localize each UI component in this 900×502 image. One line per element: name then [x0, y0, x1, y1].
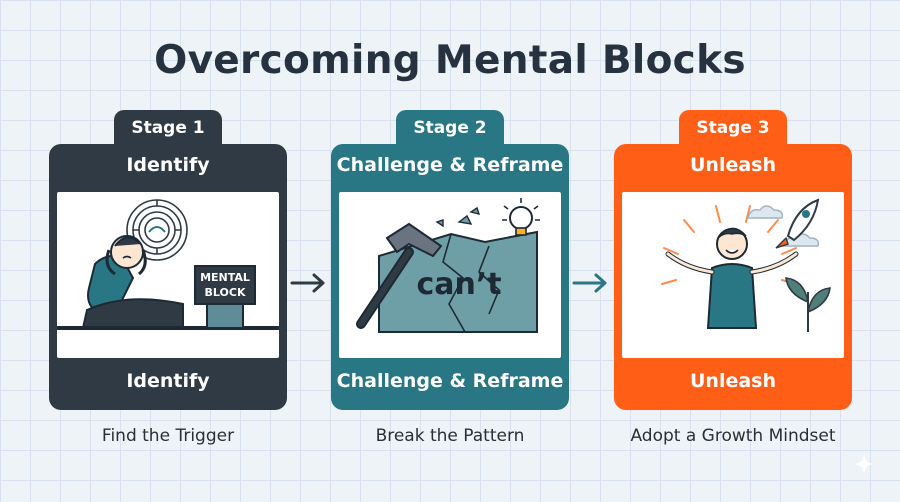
- cloud-icon: [747, 205, 820, 247]
- arrow-right-icon: [290, 273, 325, 293]
- stage3-illustration: [661, 198, 831, 332]
- sad-person-icon: [57, 235, 279, 330]
- sign-icon: MENTAL BLOCK: [194, 265, 256, 329]
- sign-line1: MENTAL: [200, 271, 250, 284]
- stage-illustration: MENTAL BLOCK: [57, 192, 279, 358]
- stage-illustration: [622, 192, 844, 358]
- stage-caption-growth: Adopt a Growth Mindset: [630, 426, 836, 446]
- stage-caption-trigger: Find the Trigger: [101, 426, 235, 446]
- stage-tab: Stage 1: [114, 110, 222, 148]
- stage-heading: Challenge & Reframe: [336, 154, 564, 176]
- stage1-illustration: MENTAL BLOCK: [57, 199, 279, 330]
- stage-footer: Identify: [126, 370, 210, 392]
- lightbulb-icon: [502, 198, 540, 236]
- maze-head-icon: [126, 199, 188, 261]
- sign-line2: BLOCK: [205, 286, 246, 299]
- arrow-right-icon: [572, 273, 607, 293]
- stage-card-identify: Stage 1 Identify: [49, 110, 287, 410]
- stage-illustration: can’t: [339, 192, 561, 358]
- rocket-icon: [775, 198, 820, 249]
- stage-footer: Challenge & Reframe: [336, 370, 564, 392]
- burst-rays: [661, 205, 797, 285]
- cracked-wall-icon: can’t: [378, 206, 538, 333]
- stage-heading: Identify: [126, 154, 210, 176]
- stage-caption-pattern: Break the Pattern: [375, 426, 525, 446]
- stage-card-challenge-reframe: Stage 2 Challenge & Reframe can’t: [331, 110, 569, 410]
- stage-footer: Unleash: [689, 370, 776, 392]
- stage-card-body: Unleash: [614, 144, 852, 410]
- sparkle-icon: [853, 453, 875, 475]
- plant-icon: [785, 277, 831, 332]
- stage-heading: Unleash: [689, 154, 776, 176]
- page-title: Overcoming Mental Blocks: [154, 38, 746, 83]
- hammer-icon: [356, 222, 443, 329]
- stage-card-unleash: Stage 3 Unleash: [614, 110, 852, 410]
- stage-tab: Stage 2: [396, 110, 504, 148]
- stage-card-body: Challenge & Reframe can’t: [331, 144, 569, 410]
- stage2-illustration: can’t: [356, 198, 540, 333]
- happy-person-icon: [665, 227, 799, 329]
- wall-word: can’t: [416, 267, 501, 302]
- stage-card-body: Identify: [49, 144, 287, 410]
- stage-tab: Stage 3: [679, 110, 787, 148]
